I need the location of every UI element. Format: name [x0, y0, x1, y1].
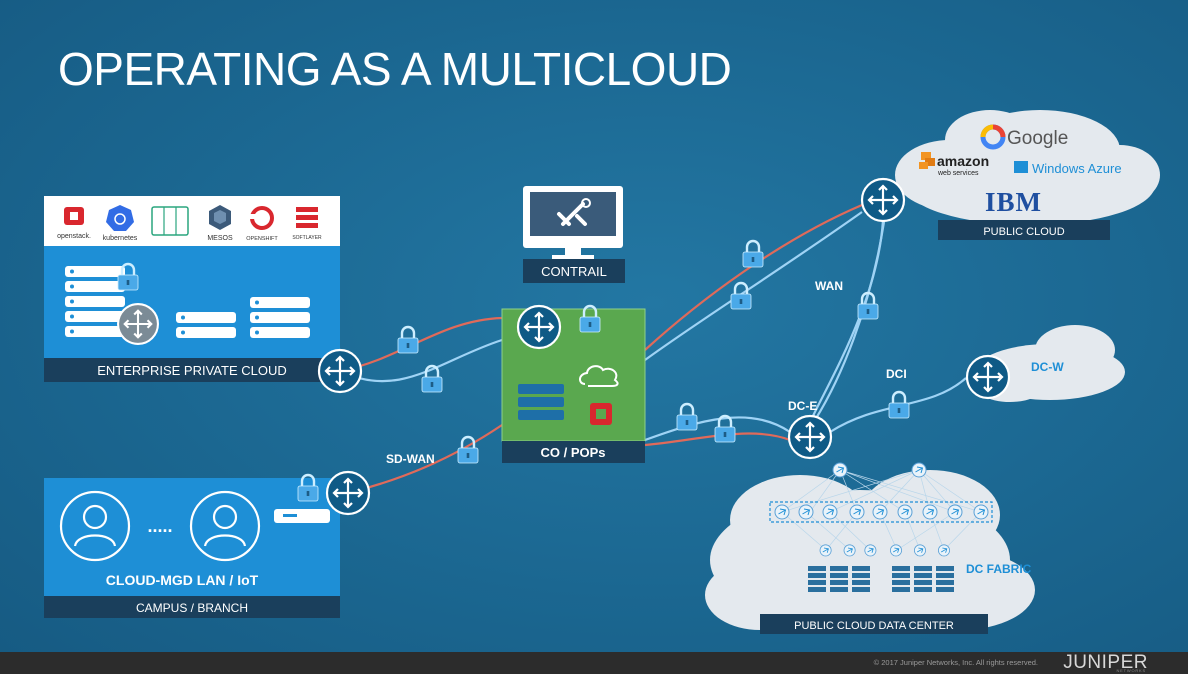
leaf-switch-icon: [849, 504, 865, 520]
co-server-stack: [518, 384, 564, 420]
kubernetes-text: kubernetes: [103, 235, 138, 242]
links: [339, 203, 967, 495]
server-stack-logo: [151, 206, 189, 236]
co-pops-label: CO / POPs: [540, 445, 605, 460]
contrail-label-bar: [523, 259, 625, 283]
dc-w-label: DC-W: [1031, 360, 1064, 374]
campus-edge-router-icon: [325, 470, 371, 516]
slide-title: OPERATING AS A MULTICLOUD: [58, 43, 732, 95]
lock-icon: [887, 390, 911, 420]
openshift-logo: OPENSHIFT: [246, 206, 278, 242]
datacenter-label: PUBLIC CLOUD DATA CENTER: [794, 620, 954, 632]
amazon-sub-text: web services: [937, 170, 979, 177]
openshift-text: OPENSHIFT: [246, 236, 278, 242]
co-router-icon: [516, 304, 562, 350]
leaf-switch-icon: [897, 504, 913, 520]
wan-label: WAN: [815, 279, 843, 293]
softlayer-logo: SOFTLAYER: [292, 207, 322, 241]
enterprise-server-stack-3: [250, 297, 310, 338]
co-pops-label-bar: [502, 441, 645, 463]
network-diagram: ENTERPRISE PRIVATE CLOUD openstack. kube…: [44, 110, 1160, 634]
lock-icon: [675, 402, 699, 432]
leaf-switch-icon: [973, 504, 989, 520]
copyright-text: © 2017 Juniper Networks, Inc. All rights…: [873, 658, 1038, 667]
dci-label: DCI: [886, 367, 907, 381]
openstack-icon: [590, 403, 612, 425]
dc-fabric-label: DC FABRIC: [966, 562, 1032, 576]
lock-icon: [729, 281, 753, 311]
enterprise-logo-strip: [44, 196, 340, 246]
ibm-logo: IBM: [985, 187, 1042, 217]
datacenter-label-bar: [760, 614, 988, 634]
mesos-text: MESOS: [207, 235, 233, 242]
enterprise-router-icon: [117, 303, 159, 345]
google-logo: Google: [980, 124, 1068, 150]
campus-dots: .....: [147, 516, 172, 536]
lock-icon: [741, 239, 765, 269]
enterprise-label-bar: [44, 358, 340, 382]
enterprise-server-stack-1: [65, 266, 125, 337]
sd-wan-label: SD-WAN: [386, 452, 435, 466]
campus-server-icon: [274, 509, 330, 523]
dc-e-label: DC-E: [788, 399, 817, 413]
azure-text: Windows Azure: [1032, 161, 1122, 176]
enterprise-label: ENTERPRISE PRIVATE CLOUD: [97, 363, 287, 378]
leaf-switch-icon: [922, 504, 938, 520]
kubernetes-logo: kubernetes: [103, 205, 138, 242]
mesos-logo: MESOS: [207, 205, 233, 242]
leaf-switch-icon: [798, 504, 814, 520]
ibm-text: IBM: [985, 187, 1042, 217]
footer-bar: © 2017 Juniper Networks, Inc. All rights…: [0, 652, 1188, 674]
campus-label: CAMPUS / BRANCH: [136, 601, 248, 615]
contrail-label: CONTRAIL: [541, 264, 607, 279]
lock-icon: [396, 325, 420, 355]
juniper-logo-sub: NETWORKS: [1116, 668, 1146, 673]
dc-w-cloud-shape: [970, 325, 1125, 402]
dc-e-router-icon: [787, 414, 833, 460]
leaf-switch-icon: [947, 504, 963, 520]
contrail-monitor-icon: [523, 186, 623, 259]
public-cloud-label-bar: [938, 220, 1110, 240]
juniper-logo: JUNIPER: [1063, 652, 1148, 673]
public-cloud-router-icon: [860, 177, 906, 223]
leaf-switch-icon: [872, 504, 888, 520]
leaf-switch-icon: [822, 504, 838, 520]
campus-label-bar: [44, 596, 340, 618]
campus-sublabel: CLOUD-MGD LAN / IoT: [106, 572, 259, 588]
public-cloud-label: PUBLIC CLOUD: [983, 226, 1064, 238]
enterprise-edge-router-icon: [317, 348, 363, 394]
openstack-text: openstack.: [57, 233, 91, 240]
spine-switch-icon: [832, 462, 848, 478]
leaf-switch-icon: [774, 504, 790, 520]
dc-w-router-icon: [965, 354, 1011, 400]
amazon-text: amazon: [937, 153, 989, 169]
softlayer-text: SOFTLAYER: [292, 235, 322, 241]
aws-logo: amazon web services: [919, 152, 989, 177]
openstack-logo: openstack.: [57, 207, 91, 240]
dc-fabric: DC FABRIC: [769, 462, 1032, 592]
google-text: Google: [1007, 128, 1068, 149]
azure-logo: Windows Azure: [1014, 161, 1122, 176]
co-cloud-icon: [579, 365, 619, 387]
spine-switch-icon: [911, 462, 927, 478]
